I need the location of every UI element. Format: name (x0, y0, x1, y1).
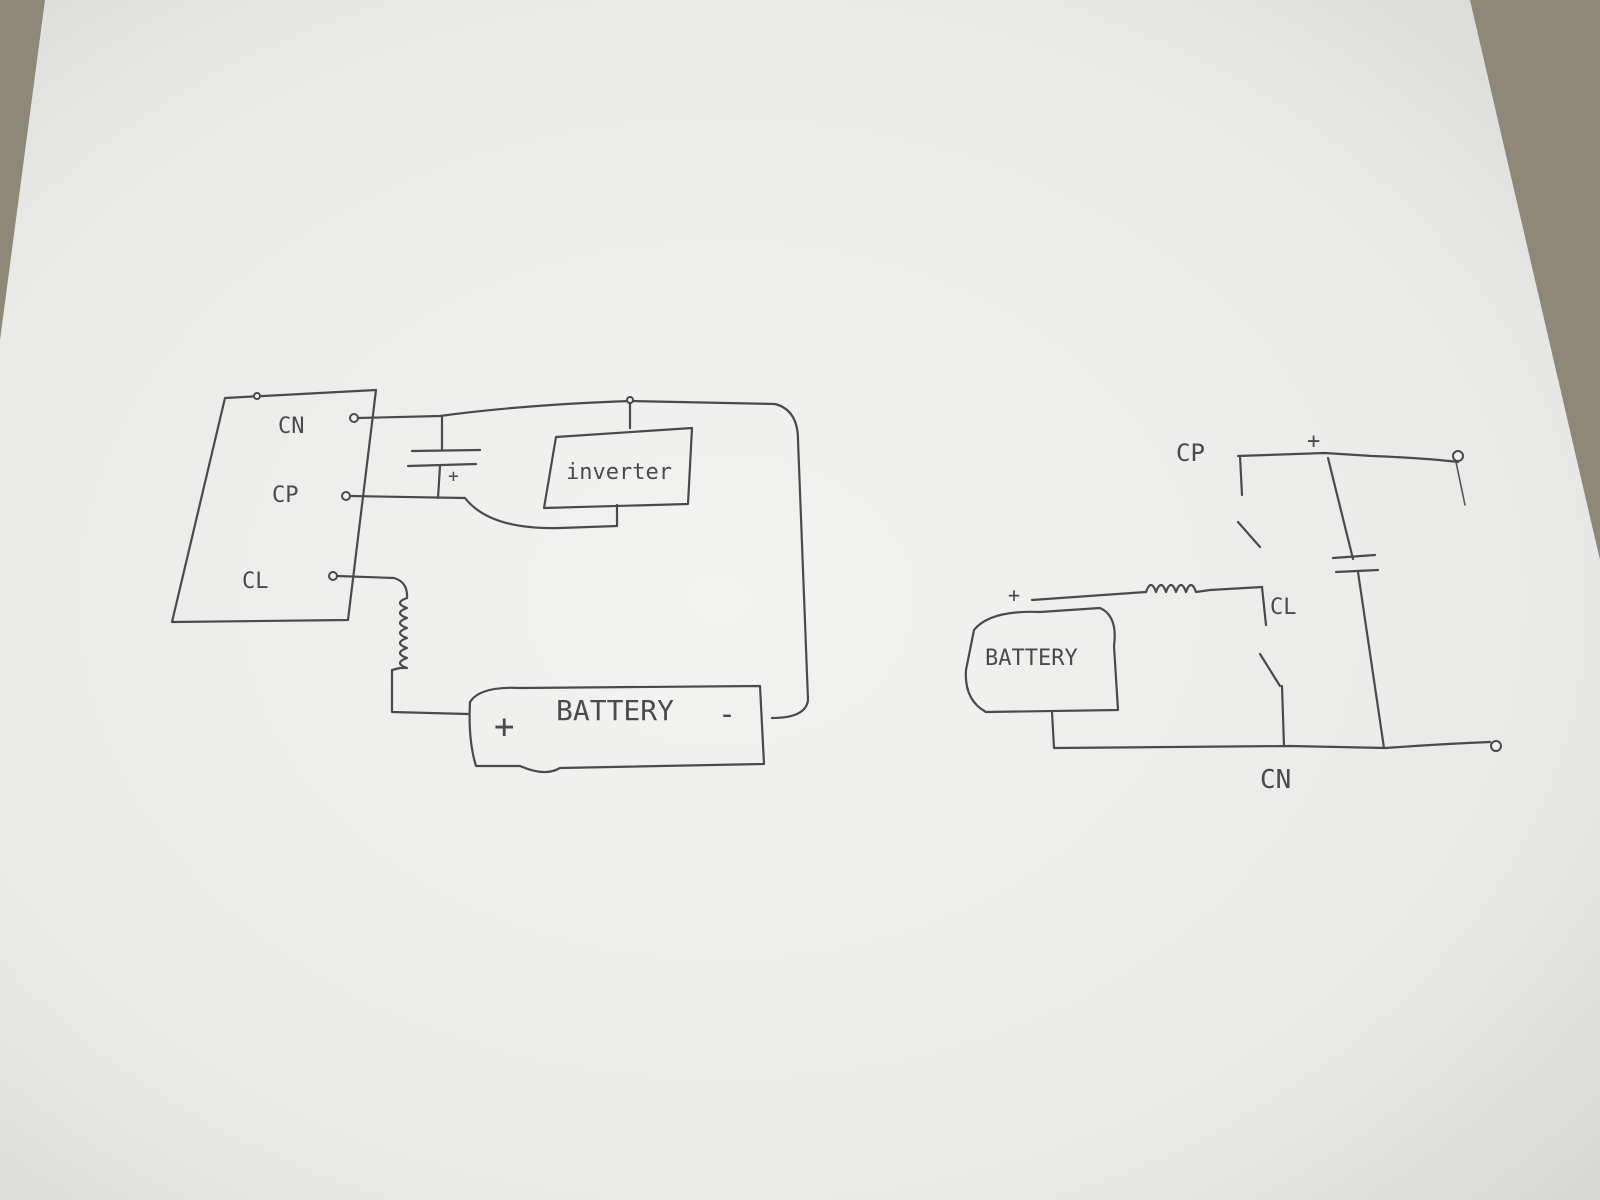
right-circuit: CP + CL + BATTERY CN (964, 429, 1502, 795)
battery-minus-sign: - (718, 697, 736, 732)
inductor-coil-right (1144, 583, 1264, 594)
cn-label: CN (1260, 765, 1291, 795)
controller-box (170, 388, 378, 624)
battery-plus-right: + (1008, 583, 1020, 607)
capacitor-lead-bottom (436, 464, 442, 500)
cp-terminal-label: CP (272, 483, 299, 508)
cp-output-stub (1455, 461, 1466, 506)
controller-corner-dot (253, 392, 261, 400)
inverter-label: inverter (566, 460, 672, 485)
upper-switch-blade (1236, 520, 1262, 549)
cn-terminal-label: CN (278, 414, 305, 439)
cp-output-terminal (1452, 450, 1464, 462)
lower-switch-lead (1280, 684, 1286, 748)
inverter-box (542, 426, 694, 510)
capacitor-plate-lower (1334, 568, 1380, 574)
cl-label: CL (1270, 595, 1297, 620)
cn-output-terminal (1490, 740, 1502, 752)
battery-plus-sign: + (494, 707, 514, 747)
right-battery-box (964, 606, 1120, 714)
battery-label: BATTERY (556, 694, 674, 727)
top-plus-sign: + (1307, 429, 1320, 454)
capacitor-plus-sign: + (448, 466, 459, 487)
cn-terminal (349, 413, 359, 423)
cp-rail (1236, 451, 1460, 464)
capacitor-plate-upper (1331, 553, 1377, 560)
inductor-coil (390, 596, 470, 716)
midpoint-lead (1260, 585, 1268, 627)
cp-label: CP (1176, 439, 1205, 467)
cn-rail (1050, 710, 1492, 750)
capacitor-lead-lower (1356, 570, 1386, 750)
right-battery-label: BATTERY (985, 646, 1078, 671)
battery-plus-wire (1030, 590, 1148, 602)
cn-wire (356, 399, 810, 720)
upper-switch-lead (1238, 454, 1244, 497)
capacitor-plate-top (410, 448, 482, 453)
cl-terminal (328, 571, 338, 581)
battery-box (468, 684, 766, 774)
inverter-top-terminal (626, 396, 634, 404)
cp-terminal (341, 491, 351, 501)
lower-switch-blade (1258, 652, 1282, 688)
cl-terminal-label: CL (242, 569, 269, 594)
left-circuit: CN CP CL + inverter + BATTERY - (170, 388, 810, 774)
cl-wire (335, 574, 409, 600)
cp-wire (348, 494, 619, 530)
capacitor-lead-upper (1326, 456, 1355, 561)
capacitor-plate-bottom (406, 462, 478, 468)
